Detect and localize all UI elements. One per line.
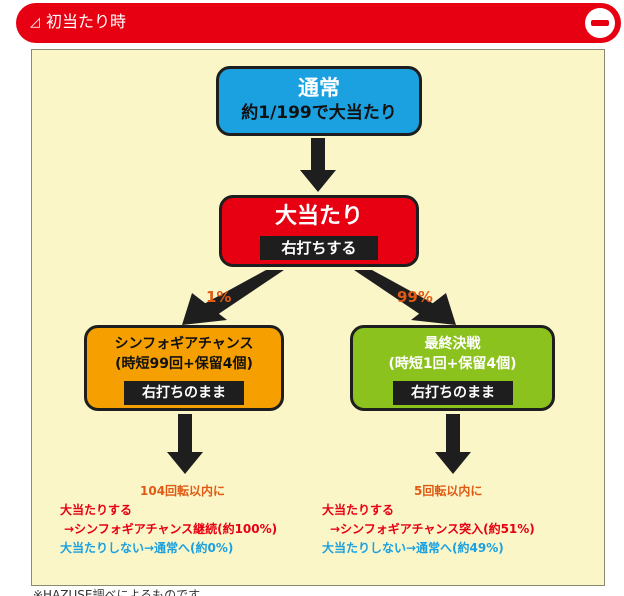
right-shoot-label: 右打ちする (260, 236, 378, 260)
final-battle-label: 右打ちのまま (393, 381, 513, 405)
left-result-line1: 大当たりする (60, 503, 133, 517)
branch-left-percent: 1% (206, 288, 232, 306)
big-hit-box: 大当たり 右打ちする (219, 195, 419, 267)
arrow-head-left (182, 293, 227, 325)
normal-title: 通常 (298, 76, 340, 100)
arrow-shaft-down-1 (311, 138, 325, 172)
arrow-shaft-left (202, 270, 284, 315)
final-battle-box: 最終決戦 (時短1回+保留4個) 右打ちのまま (350, 325, 555, 411)
section-title: 初当たり時 (46, 12, 127, 31)
symphogear-chance-box: シンフォギアチャンス (時短99回+保留4個) 右打ちのまま (84, 325, 284, 411)
minus-bar (591, 20, 609, 26)
final-battle-title: 最終決戦 (424, 336, 481, 352)
section-header[interactable]: ◿ 初当たり時 (16, 3, 621, 43)
right-result-heading: 5回転以内に (414, 484, 483, 498)
normal-probability: 約1/199で大当たり (241, 103, 397, 123)
arrow-shaft-down-left (178, 414, 192, 454)
arrow-shaft-down-right (446, 414, 460, 454)
collapse-toggle-icon[interactable] (585, 8, 615, 38)
arrow-head-down-right (435, 452, 471, 474)
right-result-line3: 大当たりしない→通常へ(約49%) (322, 541, 504, 555)
arrow-head-down-left (167, 452, 203, 474)
arrow-head-right (411, 293, 456, 325)
arrow-shaft-right (354, 270, 436, 315)
symphogear-label: 右打ちのまま (124, 381, 244, 405)
left-result-heading: 104回転以内に (140, 484, 226, 498)
big-hit-title: 大当たり (274, 204, 363, 229)
arrow-head-down-1 (300, 170, 336, 192)
flow-arrows (167, 138, 471, 474)
flowchart-panel: 通常 約1/199で大当たり 大当たり 右打ちする 1% 99% シンフォギアチ… (31, 49, 605, 586)
final-battle-subtitle: (時短1回+保留4個) (388, 356, 517, 372)
normal-state-box: 通常 約1/199で大当たり (216, 66, 422, 136)
right-result-line1: 大当たりする (322, 503, 395, 517)
expand-triangle-icon: ◿ (30, 15, 40, 30)
branch-right-percent: 99% (397, 288, 433, 306)
left-result-line2: →シンフォギアチャンス継続(約100%) (64, 522, 278, 536)
symphogear-title: シンフォギアチャンス (114, 336, 254, 352)
footnote: ※HAZUSE調べによるものです (33, 588, 201, 596)
symphogear-subtitle: (時短99回+保留4個) (115, 356, 253, 372)
right-result-line2: →シンフォギアチャンス突入(約51%) (330, 522, 535, 536)
left-result-line3: 大当たりしない→通常へ(約0%) (60, 541, 234, 555)
